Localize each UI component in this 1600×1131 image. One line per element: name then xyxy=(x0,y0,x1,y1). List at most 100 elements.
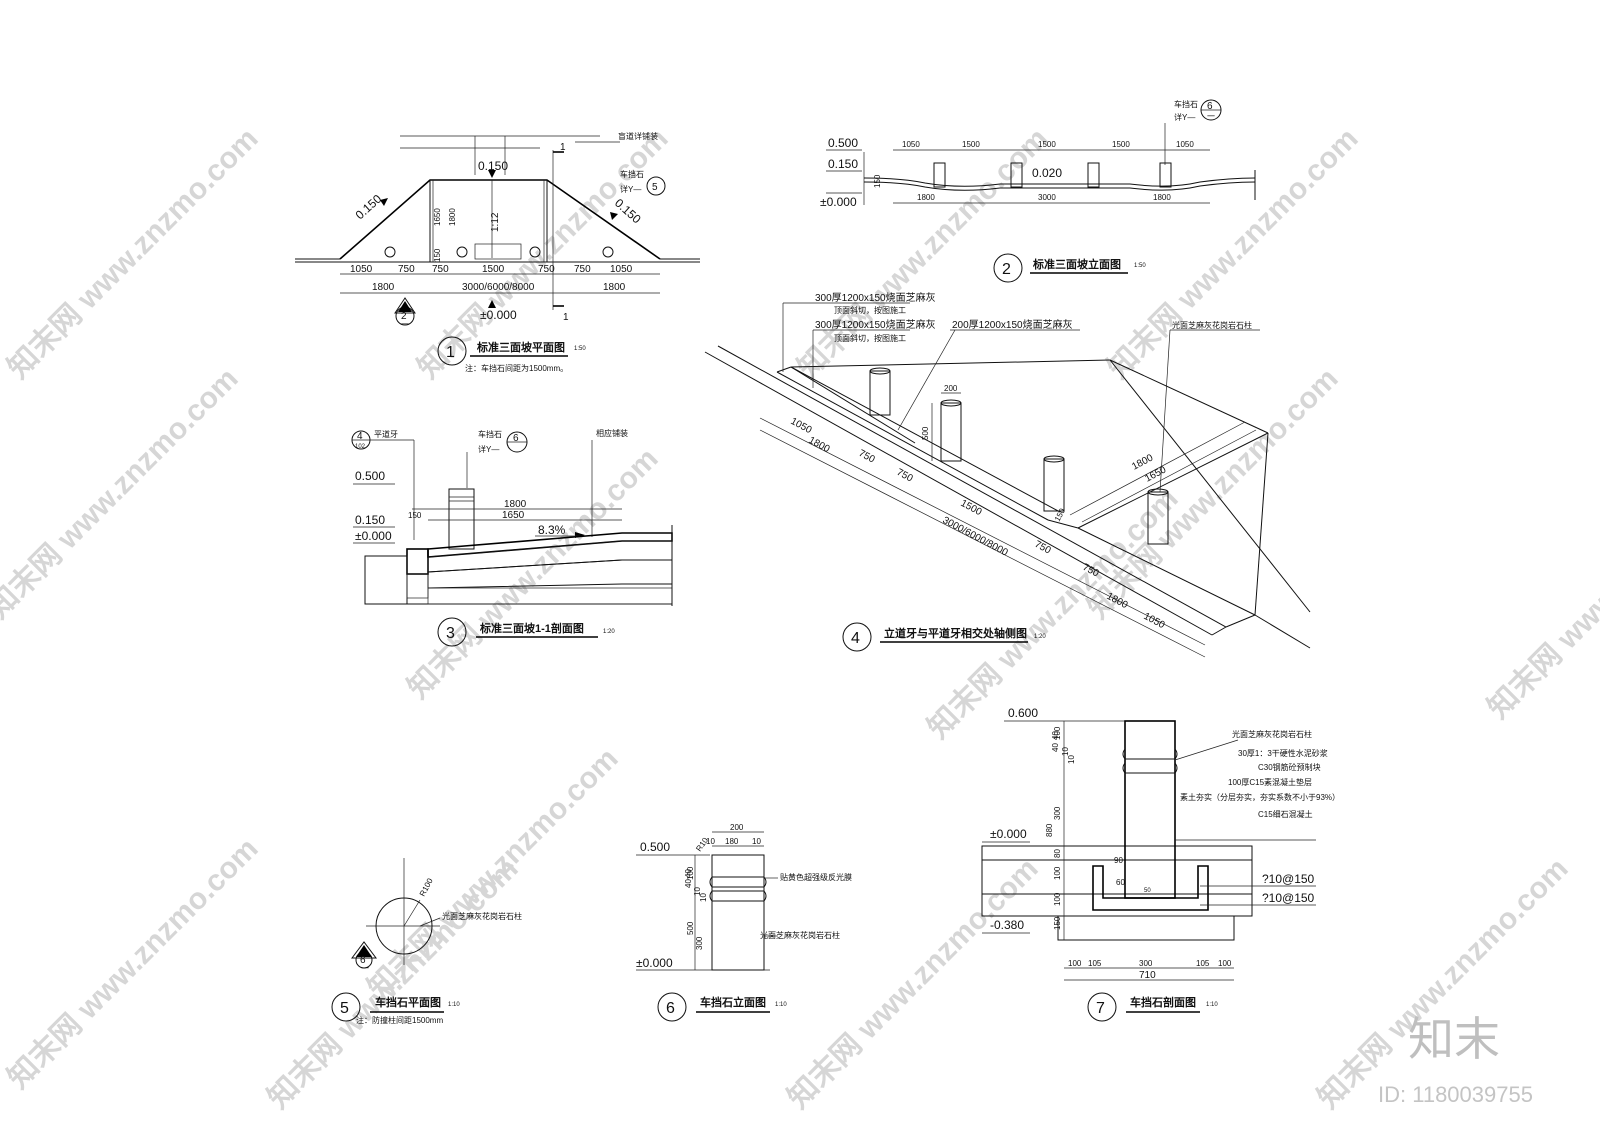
level-zero-label: ±0.000 xyxy=(636,956,673,970)
layer-label: 素土夯实（分层夯实，夯实系数不小于93%） xyxy=(1180,792,1340,802)
dim-label: 10 xyxy=(699,893,708,902)
level-bottom-label: -0.380 xyxy=(990,918,1024,932)
ref2-detail: 详Y— xyxy=(478,444,499,454)
watermark-text: 知末网 www.znzmo.com xyxy=(0,362,245,625)
dim-label: 750 xyxy=(398,264,415,275)
material-label: 光面芝麻灰花岗岩石柱 xyxy=(442,911,522,921)
dim-200-label: 200 xyxy=(730,823,744,832)
dim-label: 300 xyxy=(1053,806,1062,820)
dim-total-left: 1800 xyxy=(372,282,395,293)
dim-50-label: 50 xyxy=(1144,888,1151,894)
section-layer-labels: 光面芝麻灰花岗岩石柱30厚1：3干硬性水泥砂浆C30钢筋砼预制块100厚C15素… xyxy=(1180,729,1340,819)
dim-label: 40 xyxy=(1051,743,1060,752)
ref-detail: 详Y— xyxy=(620,184,641,194)
dim-150-label: 150 xyxy=(873,174,882,188)
view6-number: 6 xyxy=(666,1000,675,1017)
callout2: 300厚1200x150烧面芝麻灰 xyxy=(815,318,936,331)
callout3: 200厚1200x150烧面芝麻灰 xyxy=(952,318,1073,331)
view4-title: 立道牙与平道牙相交处轴侧图 xyxy=(884,626,1027,640)
dim-label: 80 xyxy=(1053,849,1062,858)
ref-num: 5 xyxy=(652,182,658,193)
slope-top-label: 0.150 xyxy=(478,159,508,173)
level-label: 0.150 xyxy=(355,513,385,527)
level-label: 0.500 xyxy=(828,136,858,150)
index-num: 2 xyxy=(401,311,407,322)
level-label: 0.500 xyxy=(355,469,385,483)
dim-label: 1050 xyxy=(1176,140,1194,149)
view7-scale: 1:10 xyxy=(1206,1002,1218,1008)
view5-title: 车挡石平面图 xyxy=(375,995,441,1009)
dim-label: 10 xyxy=(706,837,715,846)
dim-label: 100 xyxy=(1053,726,1062,740)
dim-label: 100 xyxy=(1053,866,1062,880)
ref-sheet: 一 xyxy=(1207,112,1215,121)
watermark-text: 知末网 www.znzmo.com xyxy=(1082,362,1345,625)
dim-label: 1800 xyxy=(917,193,935,202)
index-sheet: 一 xyxy=(361,964,369,973)
view3-scale: 1:20 xyxy=(603,629,615,635)
dim-1650-label: 1650 xyxy=(433,208,442,226)
dim-label: 150 xyxy=(1053,916,1062,930)
ref-sheet: 102 xyxy=(355,444,366,450)
level-label: ±0.000 xyxy=(355,529,392,543)
dim-label: 1500 xyxy=(482,264,505,275)
slope-right-label: 0.150 xyxy=(612,196,644,227)
dim-60-label: 60 xyxy=(1116,878,1125,887)
view5-number: 5 xyxy=(340,1000,349,1017)
index-sheet: 一 xyxy=(401,320,409,329)
view2-number: 2 xyxy=(1002,261,1011,278)
rebar2-label: ?10@150 xyxy=(1262,891,1315,905)
callout1-sub: 顶面斜切，按图施工 xyxy=(834,305,906,315)
dim-label: 3000 xyxy=(1038,193,1056,202)
dim-label: 1050 xyxy=(610,264,633,275)
dim-label: 880 xyxy=(1045,823,1054,837)
ref-label: 车挡石 xyxy=(1174,99,1198,109)
watermark-text: 知末网 www.znzmo.com xyxy=(1312,852,1575,1115)
view6-scale: 1:10 xyxy=(775,1002,787,1008)
level-label: 0.150 xyxy=(828,157,858,171)
view3-section: 4 102 平道牙 车挡石 详Y— 6 相应铺装 0.500 0.150 ±0.… xyxy=(351,428,673,647)
ref-detail: 详Y— xyxy=(1174,112,1195,122)
level-top-label: 0.500 xyxy=(640,840,670,854)
dim-label: 100 xyxy=(1218,959,1232,968)
dim-label: 1800 xyxy=(807,435,832,455)
dim-label: 750 xyxy=(857,448,877,466)
ref-label: 车挡石 xyxy=(620,169,644,179)
watermark-text: 知末网 www.znzmo.com xyxy=(402,442,665,705)
callout1: 300厚1200x150烧面芝麻灰 xyxy=(815,291,936,304)
view4-scale: 1:20 xyxy=(1034,634,1046,640)
ref-num: 6 xyxy=(1207,101,1213,112)
view1-scale: 1:50 xyxy=(574,346,586,352)
dim-1800-label: 1800 xyxy=(448,208,457,226)
dim-90-label: 90 xyxy=(1114,856,1123,865)
dim-total-mid: 3000/6000/8000 xyxy=(462,282,535,293)
section-mark-bottom: 1 xyxy=(563,312,569,323)
view4-axonometric: 300厚1200x150烧面芝麻灰 顶面斜切，按图施工 300厚1200x150… xyxy=(704,291,1311,658)
view1-note: 注：车挡石间距为1500mm。 xyxy=(465,363,568,373)
section-bollard xyxy=(448,488,475,550)
dim-label: 500 xyxy=(686,921,695,935)
view1-title: 标准三面坡平面图 xyxy=(476,340,565,354)
level-zero-label: ±0.000 xyxy=(480,308,517,322)
dim-label: 40 xyxy=(1051,731,1060,740)
layer-label: 光面芝麻灰花岗岩石柱 xyxy=(1232,729,1312,739)
dim-label: 1050 xyxy=(902,140,920,149)
dim-label: 750 xyxy=(538,264,555,275)
dim-label: 300 xyxy=(695,936,704,950)
dim-total-label: 710 xyxy=(1139,970,1156,981)
view4-number: 4 xyxy=(851,630,860,647)
view5-scale: 1:10 xyxy=(448,1002,460,1008)
level-label: ±0.000 xyxy=(820,195,857,209)
dim-label: 1050 xyxy=(350,264,373,275)
dim-label: 10 xyxy=(752,837,761,846)
view1-plan: 盲道详铺装 0.150 0.150 0.150 1:12 1650 1800 1… xyxy=(295,131,700,373)
film-label: 贴黄色超强级反光膜 xyxy=(780,872,852,882)
dim-label: 40 xyxy=(684,879,693,888)
mid-level-label: 0.020 xyxy=(1032,166,1062,180)
dim-1650-label: 1650 xyxy=(502,510,525,521)
slope-label: 8.3% xyxy=(538,523,566,537)
